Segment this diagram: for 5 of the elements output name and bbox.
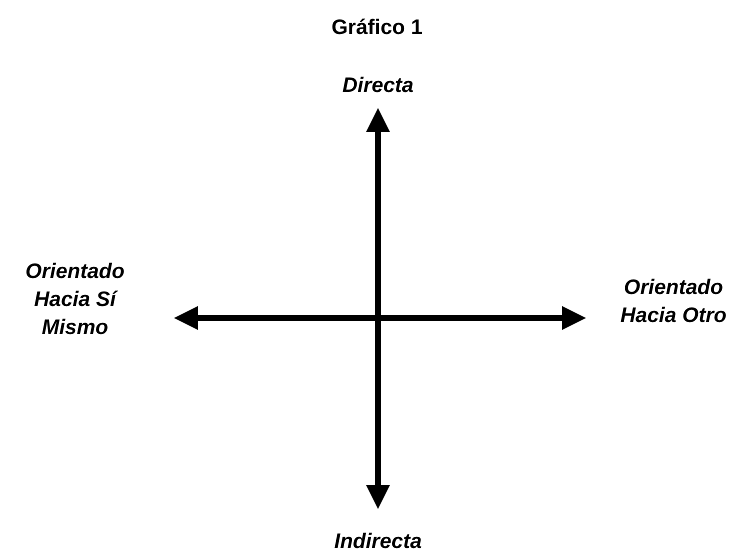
axis-label: Orientado Hacia Sí Mismo: [24, 259, 126, 341]
axis-label: Orientado Hacia Otro: [619, 275, 728, 329]
chart-title: Gráfico 1: [330, 16, 424, 40]
axis-label: Indirecta: [333, 529, 423, 555]
axis-label: Directa: [341, 73, 415, 99]
